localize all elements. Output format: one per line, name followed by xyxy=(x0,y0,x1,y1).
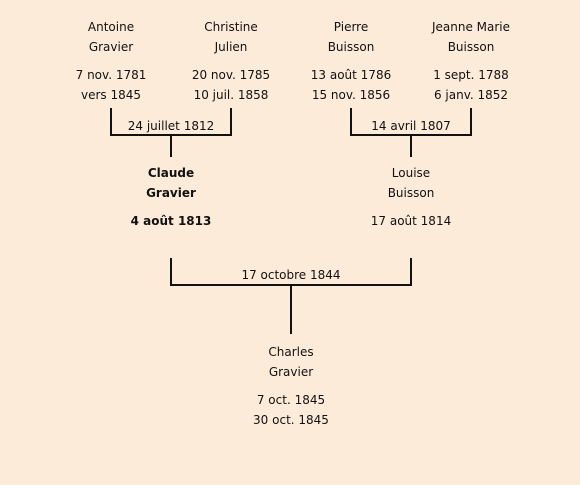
marriage-date-text: 24 juillet 1812 xyxy=(127,119,215,133)
birth-date: 7 nov. 1781 xyxy=(75,68,147,82)
person-dates: 7 oct. 1845 30 oct. 1845 xyxy=(226,390,356,430)
person-last-name: Gravier xyxy=(268,365,314,379)
person-dates: 13 août 1786 15 nov. 1856 xyxy=(286,65,416,105)
death-date: 30 oct. 1845 xyxy=(253,413,329,427)
person-dates: 1 sept. 1788 6 janv. 1852 xyxy=(406,65,536,105)
person-first-name: Jeanne Marie xyxy=(431,20,511,34)
death-date: 10 juil. 1858 xyxy=(193,88,269,102)
death-date: 6 janv. 1852 xyxy=(433,88,509,102)
person-last-name: Gravier xyxy=(88,40,134,54)
birth-date: 1 sept. 1788 xyxy=(433,68,509,82)
birth-date: 20 nov. 1785 xyxy=(191,68,271,82)
death-date: vers 1845 xyxy=(80,88,142,102)
person-dates: 7 nov. 1781 vers 1845 xyxy=(46,65,176,105)
person-first-name: Pierre xyxy=(333,20,369,34)
person-antoine-gravier[interactable]: Antoine Gravier 7 nov. 1781 vers 1845 xyxy=(46,17,176,105)
person-first-name: Christine xyxy=(204,20,258,34)
death-date: 15 nov. 1856 xyxy=(311,88,391,102)
person-christine-julien[interactable]: Christine Julien 20 nov. 1785 10 juil. 1… xyxy=(166,17,296,105)
person-last-name: Buisson xyxy=(447,40,495,54)
birth-date: 4 août 1813 xyxy=(130,214,212,228)
person-last-name: Buisson xyxy=(327,40,375,54)
person-last-name: Gravier xyxy=(146,186,196,200)
marriage-date-text: 17 octobre 1844 xyxy=(241,268,341,282)
marriage-date-pierre-jeanne: 14 avril 1807 xyxy=(351,118,471,134)
person-louise-buisson[interactable]: Louise Buisson 17 août 1814 xyxy=(346,163,476,231)
birth-date: 7 oct. 1845 xyxy=(256,393,326,407)
marriage-date-text: 14 avril 1807 xyxy=(371,119,451,133)
birth-date: 13 août 1786 xyxy=(310,68,392,82)
person-last-name: Buisson xyxy=(387,186,435,200)
person-first-name: Charles xyxy=(268,345,314,359)
person-jeanne-marie-buisson[interactable]: Jeanne Marie Buisson 1 sept. 1788 6 janv… xyxy=(406,17,536,105)
person-first-name: Antoine xyxy=(87,20,135,34)
person-dates: 4 août 1813 xyxy=(106,211,236,231)
person-first-name: Louise xyxy=(391,166,431,180)
person-dates: 20 nov. 1785 10 juil. 1858 xyxy=(166,65,296,105)
birth-date: 17 août 1814 xyxy=(370,214,452,228)
person-charles-gravier[interactable]: Charles Gravier 7 oct. 1845 30 oct. 1845 xyxy=(226,342,356,430)
person-first-name: Claude xyxy=(147,166,195,180)
person-dates: 17 août 1814 xyxy=(346,211,476,231)
marriage-date-claude-louise: 17 octobre 1844 xyxy=(171,267,411,283)
person-claude-gravier[interactable]: Claude Gravier 4 août 1813 xyxy=(106,163,236,231)
marriage-date-antoine-christine: 24 juillet 1812 xyxy=(111,118,231,134)
person-pierre-buisson[interactable]: Pierre Buisson 13 août 1786 15 nov. 1856 xyxy=(286,17,416,105)
person-last-name: Julien xyxy=(214,40,248,54)
